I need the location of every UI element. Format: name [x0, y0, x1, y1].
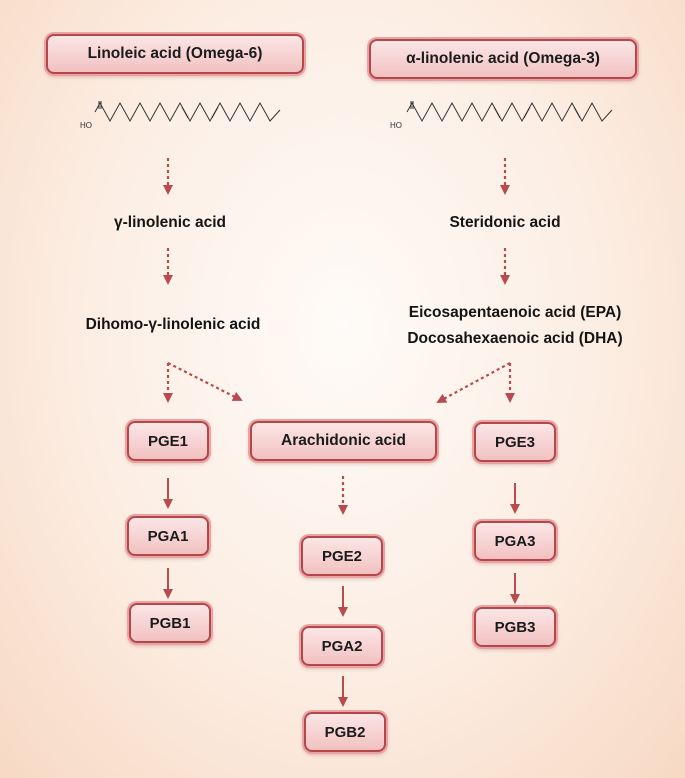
- pgb1-box: PGB1: [129, 603, 211, 643]
- linoleic-acid-title: Linoleic acid (Omega-6): [87, 45, 263, 62]
- alpha-linolenic-acid-box: α-linolenic acid (Omega-3): [369, 39, 637, 79]
- pge1-box: PGE1: [127, 421, 209, 461]
- pga1-label: PGA1: [147, 527, 189, 545]
- dha-label: Docosahexaenoic acid (DHA): [407, 330, 623, 347]
- pgb3-box: PGB3: [474, 607, 556, 647]
- dihomo-gamma-linolenic-acid-label: Dihomo-γ-linolenic acid: [85, 316, 261, 333]
- pga2-label: PGA2: [321, 637, 363, 655]
- pga3-label: PGA3: [494, 532, 536, 550]
- pga1-box: PGA1: [127, 516, 209, 556]
- pgb3-label: PGB3: [494, 618, 536, 636]
- arachidonic-acid-box: Arachidonic acid: [250, 421, 437, 461]
- alpha-linolenic-acid-structure: [406, 101, 613, 123]
- pga3-box: PGA3: [474, 521, 556, 561]
- alpha-linolenic-acid-title: α-linolenic acid (Omega-3): [406, 50, 600, 67]
- linoleic-acid-box: Linoleic acid (Omega-6): [46, 34, 304, 74]
- pgb2-label: PGB2: [324, 723, 366, 741]
- arrow-epa-to-arachidonic: [436, 362, 511, 403]
- arrow-dihomo-to-arachidonic: [167, 362, 243, 401]
- pge2-box: PGE2: [301, 536, 383, 576]
- arachidonic-acid-title: Arachidonic acid: [281, 432, 406, 449]
- epa-label: Eicosapentaenoic acid (EPA): [408, 304, 622, 321]
- alpha-linolenic-ho-label: HO: [390, 121, 402, 130]
- pge3-label: PGE3: [494, 433, 536, 451]
- pge2-label: PGE2: [321, 547, 363, 565]
- linoleic-ho-label: HO: [80, 121, 92, 130]
- linoleic-acid-structure: [94, 101, 281, 123]
- pgb1-label: PGB1: [149, 614, 191, 632]
- gamma-linolenic-acid-label: γ-linolenic acid: [114, 214, 226, 231]
- pge1-label: PGE1: [147, 432, 189, 450]
- steridonic-acid-label: Steridonic acid: [449, 214, 561, 231]
- pga2-box: PGA2: [301, 626, 383, 666]
- pgb2-box: PGB2: [304, 712, 386, 752]
- pge3-box: PGE3: [474, 422, 556, 462]
